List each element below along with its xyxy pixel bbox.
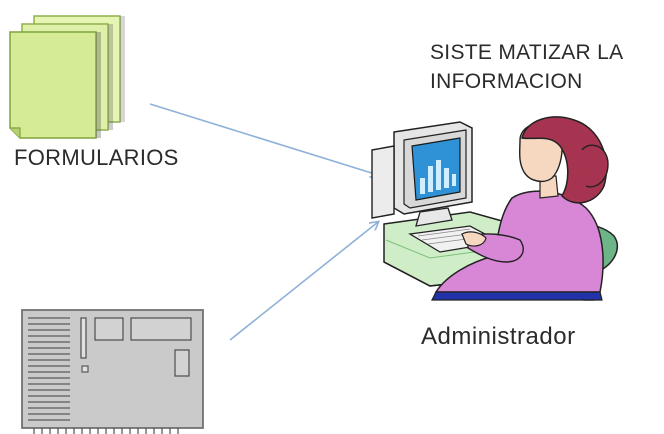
forms-label: FORMULARIOS: [14, 145, 179, 170]
arrow-forms-to-admin: [149, 103, 378, 175]
vent-slots: [28, 317, 70, 421]
diagram-title-line-1: SISTE MATIZAR LA: [430, 41, 624, 64]
arrow-server-to-admin: [229, 222, 378, 341]
server-cabinet-icon: [21, 309, 204, 434]
woman-at-computer-icon: [371, 116, 619, 301]
diagram-title: SISTE MATIZAR LA INFORMACION: [430, 38, 623, 96]
admin-label: Administrador: [421, 323, 576, 350]
diagram-title-line-2: INFORMACION: [430, 70, 583, 93]
stacked-documents-icon: [9, 15, 125, 139]
